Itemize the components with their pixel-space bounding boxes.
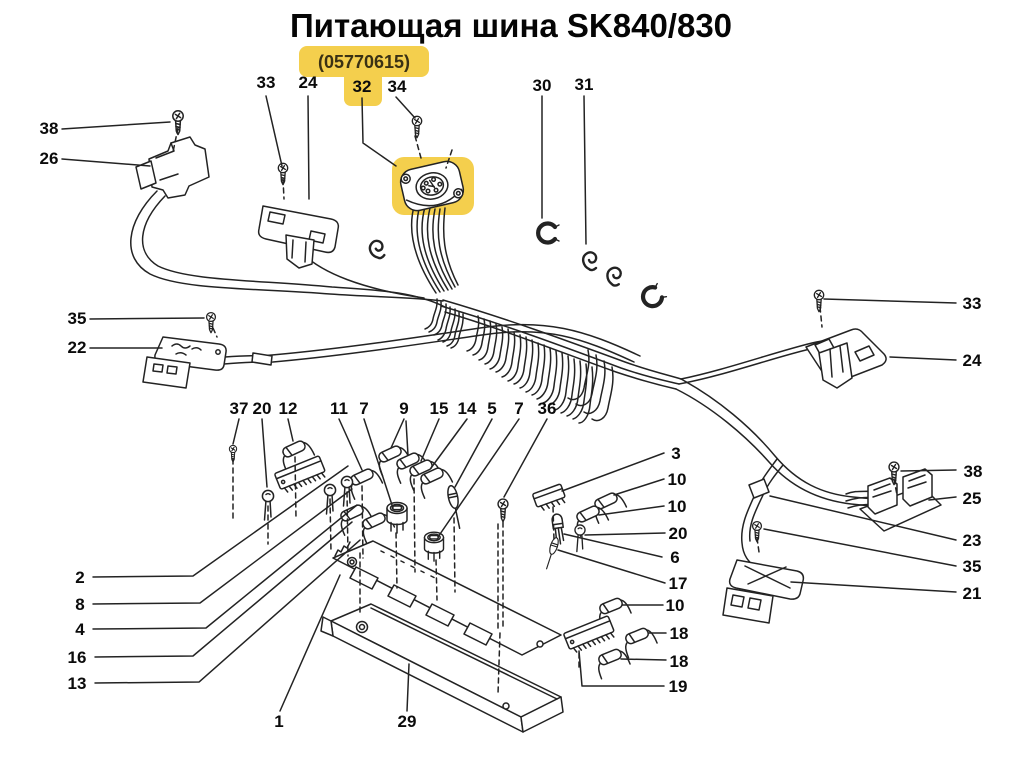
ic-chip-icon [273, 454, 328, 495]
part-number: (05770615) [318, 52, 410, 72]
trimmer-icon [386, 501, 408, 534]
screw-icon [411, 115, 423, 139]
callout-7-b: 7 [514, 399, 523, 418]
diode-icon [542, 536, 561, 571]
callout-4: 4 [75, 620, 85, 639]
callout-16: 16 [68, 648, 87, 667]
diode-icon [445, 484, 465, 531]
callout-2: 2 [75, 568, 84, 587]
callout-18-a: 18 [670, 624, 689, 643]
screw-icon [813, 289, 825, 313]
callout-9: 9 [399, 399, 408, 418]
ic-chip-icon [531, 483, 568, 513]
callout-5: 5 [487, 399, 496, 418]
resistor-icon [619, 624, 659, 659]
callout-3: 3 [671, 444, 680, 463]
screw-icon [497, 498, 509, 523]
cable-clip-icon [581, 251, 598, 272]
callout-labels: 38 26 33 24 32 34 30 31 35 22 33 24 37 2… [40, 73, 983, 731]
part-number-highlight [299, 46, 429, 106]
connector-32 [399, 160, 465, 212]
callout-25: 25 [963, 489, 982, 508]
callout-12: 12 [279, 399, 298, 418]
wire-comb [424, 298, 614, 424]
callout-37: 37 [230, 399, 249, 418]
callout-18-b: 18 [670, 652, 689, 671]
callout-1: 1 [274, 712, 283, 731]
bracket-24-left [257, 205, 340, 269]
callout-24-left: 24 [299, 73, 318, 92]
callout-36: 36 [538, 399, 557, 418]
callout-10-a: 10 [668, 470, 687, 489]
bracket-29 [320, 603, 564, 733]
callout-17: 17 [669, 574, 688, 593]
callout-14: 14 [458, 399, 477, 418]
callout-33-left: 33 [257, 73, 276, 92]
cable-clip-icon [639, 282, 667, 310]
callout-19: 19 [669, 677, 688, 696]
callout-21: 21 [963, 584, 982, 603]
page-title: Питающая шина SK840/830 [290, 7, 732, 44]
callout-30: 30 [533, 76, 552, 95]
callout-38-left: 38 [40, 119, 59, 138]
cable-clip-icon [367, 238, 387, 261]
callout-7-a: 7 [359, 399, 368, 418]
sleeve-23 [748, 478, 770, 499]
callout-31: 31 [575, 75, 594, 94]
callout-26: 26 [40, 149, 59, 168]
callout-13: 13 [68, 674, 87, 693]
cable-clip-icon [538, 224, 559, 243]
callout-35-left: 35 [68, 309, 87, 328]
callout-32: 32 [353, 77, 372, 96]
callout-33-right: 33 [963, 294, 982, 313]
callout-15: 15 [430, 399, 449, 418]
trimmer-icon [423, 531, 445, 562]
callout-35-right: 35 [963, 557, 982, 576]
bracket-26 [135, 136, 210, 199]
cable-clip-icon [604, 265, 623, 288]
bracket-21 [722, 559, 805, 624]
callout-6: 6 [670, 548, 679, 567]
callout-29: 29 [398, 712, 417, 731]
callout-20-mid: 20 [253, 399, 272, 418]
callout-38-right: 38 [964, 462, 983, 481]
bracket-24-right [805, 328, 887, 389]
callout-24-right: 24 [963, 351, 982, 370]
callout-10-b: 10 [668, 497, 687, 516]
ic-chip-icon [562, 614, 617, 655]
callout-34: 34 [388, 77, 407, 96]
callout-20-right: 20 [669, 524, 688, 543]
callout-11: 11 [330, 399, 348, 418]
dashed-guides [172, 127, 898, 695]
bracket-22 [142, 336, 273, 389]
callout-22: 22 [68, 338, 87, 357]
resistor-icon [592, 645, 632, 680]
callout-23: 23 [963, 531, 982, 550]
leader-lines [61, 95, 957, 712]
callout-10-c: 10 [666, 596, 685, 615]
pcb-board-1 [332, 540, 562, 656]
connector-wire-bundle [410, 202, 459, 294]
bracket-25 [859, 468, 942, 532]
callout-8: 8 [75, 595, 84, 614]
